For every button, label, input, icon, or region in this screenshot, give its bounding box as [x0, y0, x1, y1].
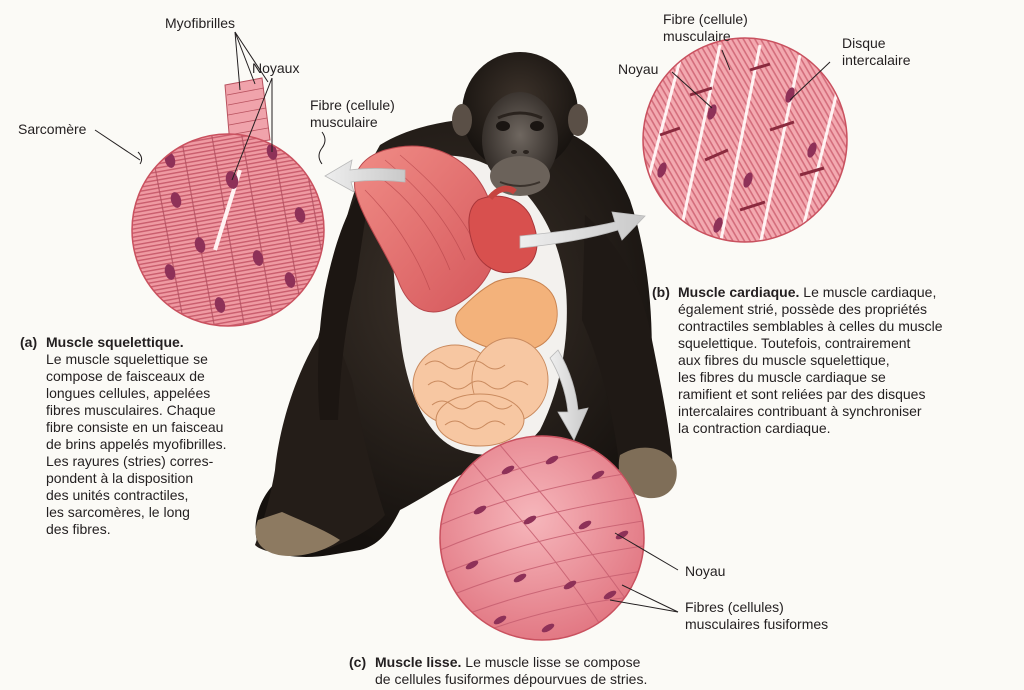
caption-b-line: ramifient et sont reliées par des disque… — [678, 386, 943, 403]
caption-a-line: fibre consiste en un faisceau — [46, 419, 227, 436]
label-fibre-b: Fibre (cellule) musculaire — [663, 11, 748, 45]
caption-smooth: (c)Muscle lisse. Le muscle lisse se comp… — [349, 654, 647, 688]
label-sarcomere: Sarcomère — [18, 121, 86, 138]
caption-b-first-rest: Le muscle cardiaque, — [799, 284, 936, 300]
label-myofibrilles: Myofibrilles — [165, 15, 235, 32]
caption-c-line: de cellules fusiformes dépourvues de str… — [375, 671, 647, 688]
caption-a-line: de brins appelés myofibrilles. — [46, 436, 227, 453]
label-disque-line2: intercalaire — [842, 52, 910, 69]
caption-b-line: squelettique. Toutefois, contrairement — [678, 335, 943, 352]
label-noyau-b: Noyau — [618, 61, 658, 78]
caption-a-line: des unités contractiles, — [46, 487, 227, 504]
caption-b-line: aux fibres du muscle squelettique, — [678, 352, 943, 369]
label-fibres-c-line2: musculaires fusiformes — [685, 616, 828, 633]
caption-a-line: compose de faisceaux de — [46, 368, 227, 385]
caption-a-line: des fibres. — [46, 521, 227, 538]
caption-a-title: Muscle squelettique. — [46, 334, 184, 350]
caption-a-line: pondent à la disposition — [46, 470, 227, 487]
caption-b-line: intercalaires contribuant à synchroniser — [678, 403, 943, 420]
label-noyaux: Noyaux — [252, 60, 299, 77]
caption-c-body: de cellules fusiformes dépourvues de str… — [349, 671, 647, 688]
caption-c-first-rest: Le muscle lisse se compose — [461, 654, 640, 670]
label-fibres-c-line1: Fibres (cellules) — [685, 599, 828, 616]
caption-b-line: également strié, possède des propriétés — [678, 301, 943, 318]
label-fibre-a-line1: Fibre (cellule) — [310, 97, 395, 114]
caption-a-line: fibres musculaires. Chaque — [46, 402, 227, 419]
skeletal-muscle-circle — [120, 78, 340, 340]
caption-a-line: Le muscle squelettique se — [46, 351, 227, 368]
label-fibre-b-line2: musculaire — [663, 28, 748, 45]
label-fibres-c: Fibres (cellules) musculaires fusiformes — [685, 599, 828, 633]
caption-skeletal: (a)Muscle squelettique. Le muscle squele… — [20, 334, 227, 538]
caption-a-line: longues cellules, appelées — [46, 385, 227, 402]
caption-cardiac: (b)Muscle cardiaque. Le muscle cardiaque… — [652, 284, 943, 437]
caption-b-line: la contraction cardiaque. — [678, 420, 943, 437]
label-fibre-a-line2: musculaire — [310, 114, 395, 131]
caption-b-line: les fibres du muscle cardiaque se — [678, 369, 943, 386]
label-disque: Disque intercalaire — [842, 35, 910, 69]
caption-c-title: Muscle lisse. — [375, 654, 461, 670]
label-noyau-c: Noyau — [685, 563, 725, 580]
caption-a-line: les sarcomères, le long — [46, 504, 227, 521]
caption-b-title: Muscle cardiaque. — [678, 284, 799, 300]
caption-a-tag: (a) — [20, 334, 46, 351]
caption-b-line: contractiles semblables à celles du musc… — [678, 318, 943, 335]
caption-c-tag: (c) — [349, 654, 375, 671]
label-fibre-b-line1: Fibre (cellule) — [663, 11, 748, 28]
caption-a-line: Les rayures (stries) corres- — [46, 453, 227, 470]
label-fibre-a: Fibre (cellule) musculaire — [310, 97, 395, 131]
label-disque-line1: Disque — [842, 35, 910, 52]
caption-b-tag: (b) — [652, 284, 678, 301]
cardiac-muscle-circle — [640, 35, 850, 250]
